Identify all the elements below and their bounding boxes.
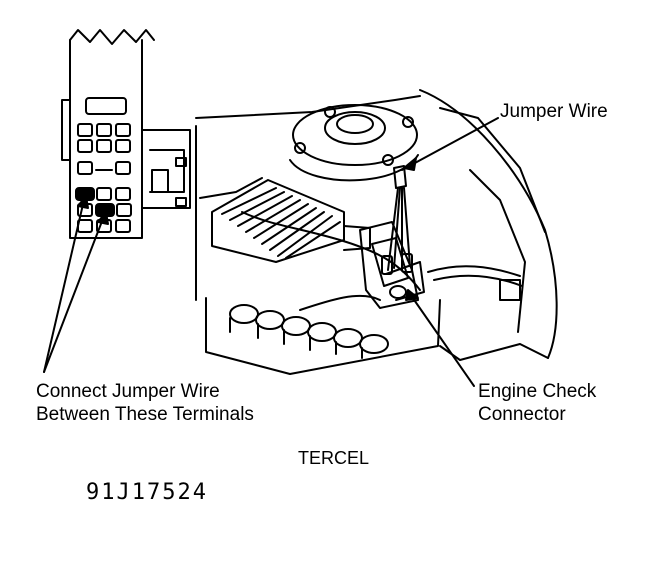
connector-closeup <box>61 29 191 239</box>
engine-check-connector-label-line2: Connector <box>478 404 566 425</box>
engine-check-connector-pointer <box>405 289 475 387</box>
jumper-wire-pointer <box>401 117 499 171</box>
connect-jumper-wire-label-line2: Between These Terminals <box>36 404 254 425</box>
connect-jumper-wire-label-line1: Connect Jumper Wire <box>36 381 220 402</box>
connect-terminals-pointers <box>43 195 109 373</box>
jumper-wire-label: Jumper Wire <box>500 101 608 122</box>
figure-code: 91J17524 <box>86 480 208 505</box>
model-caption: TERCEL <box>298 448 370 468</box>
engine-check-connector-label-line1: Engine Check <box>478 381 597 402</box>
engine-compartment <box>195 89 558 375</box>
